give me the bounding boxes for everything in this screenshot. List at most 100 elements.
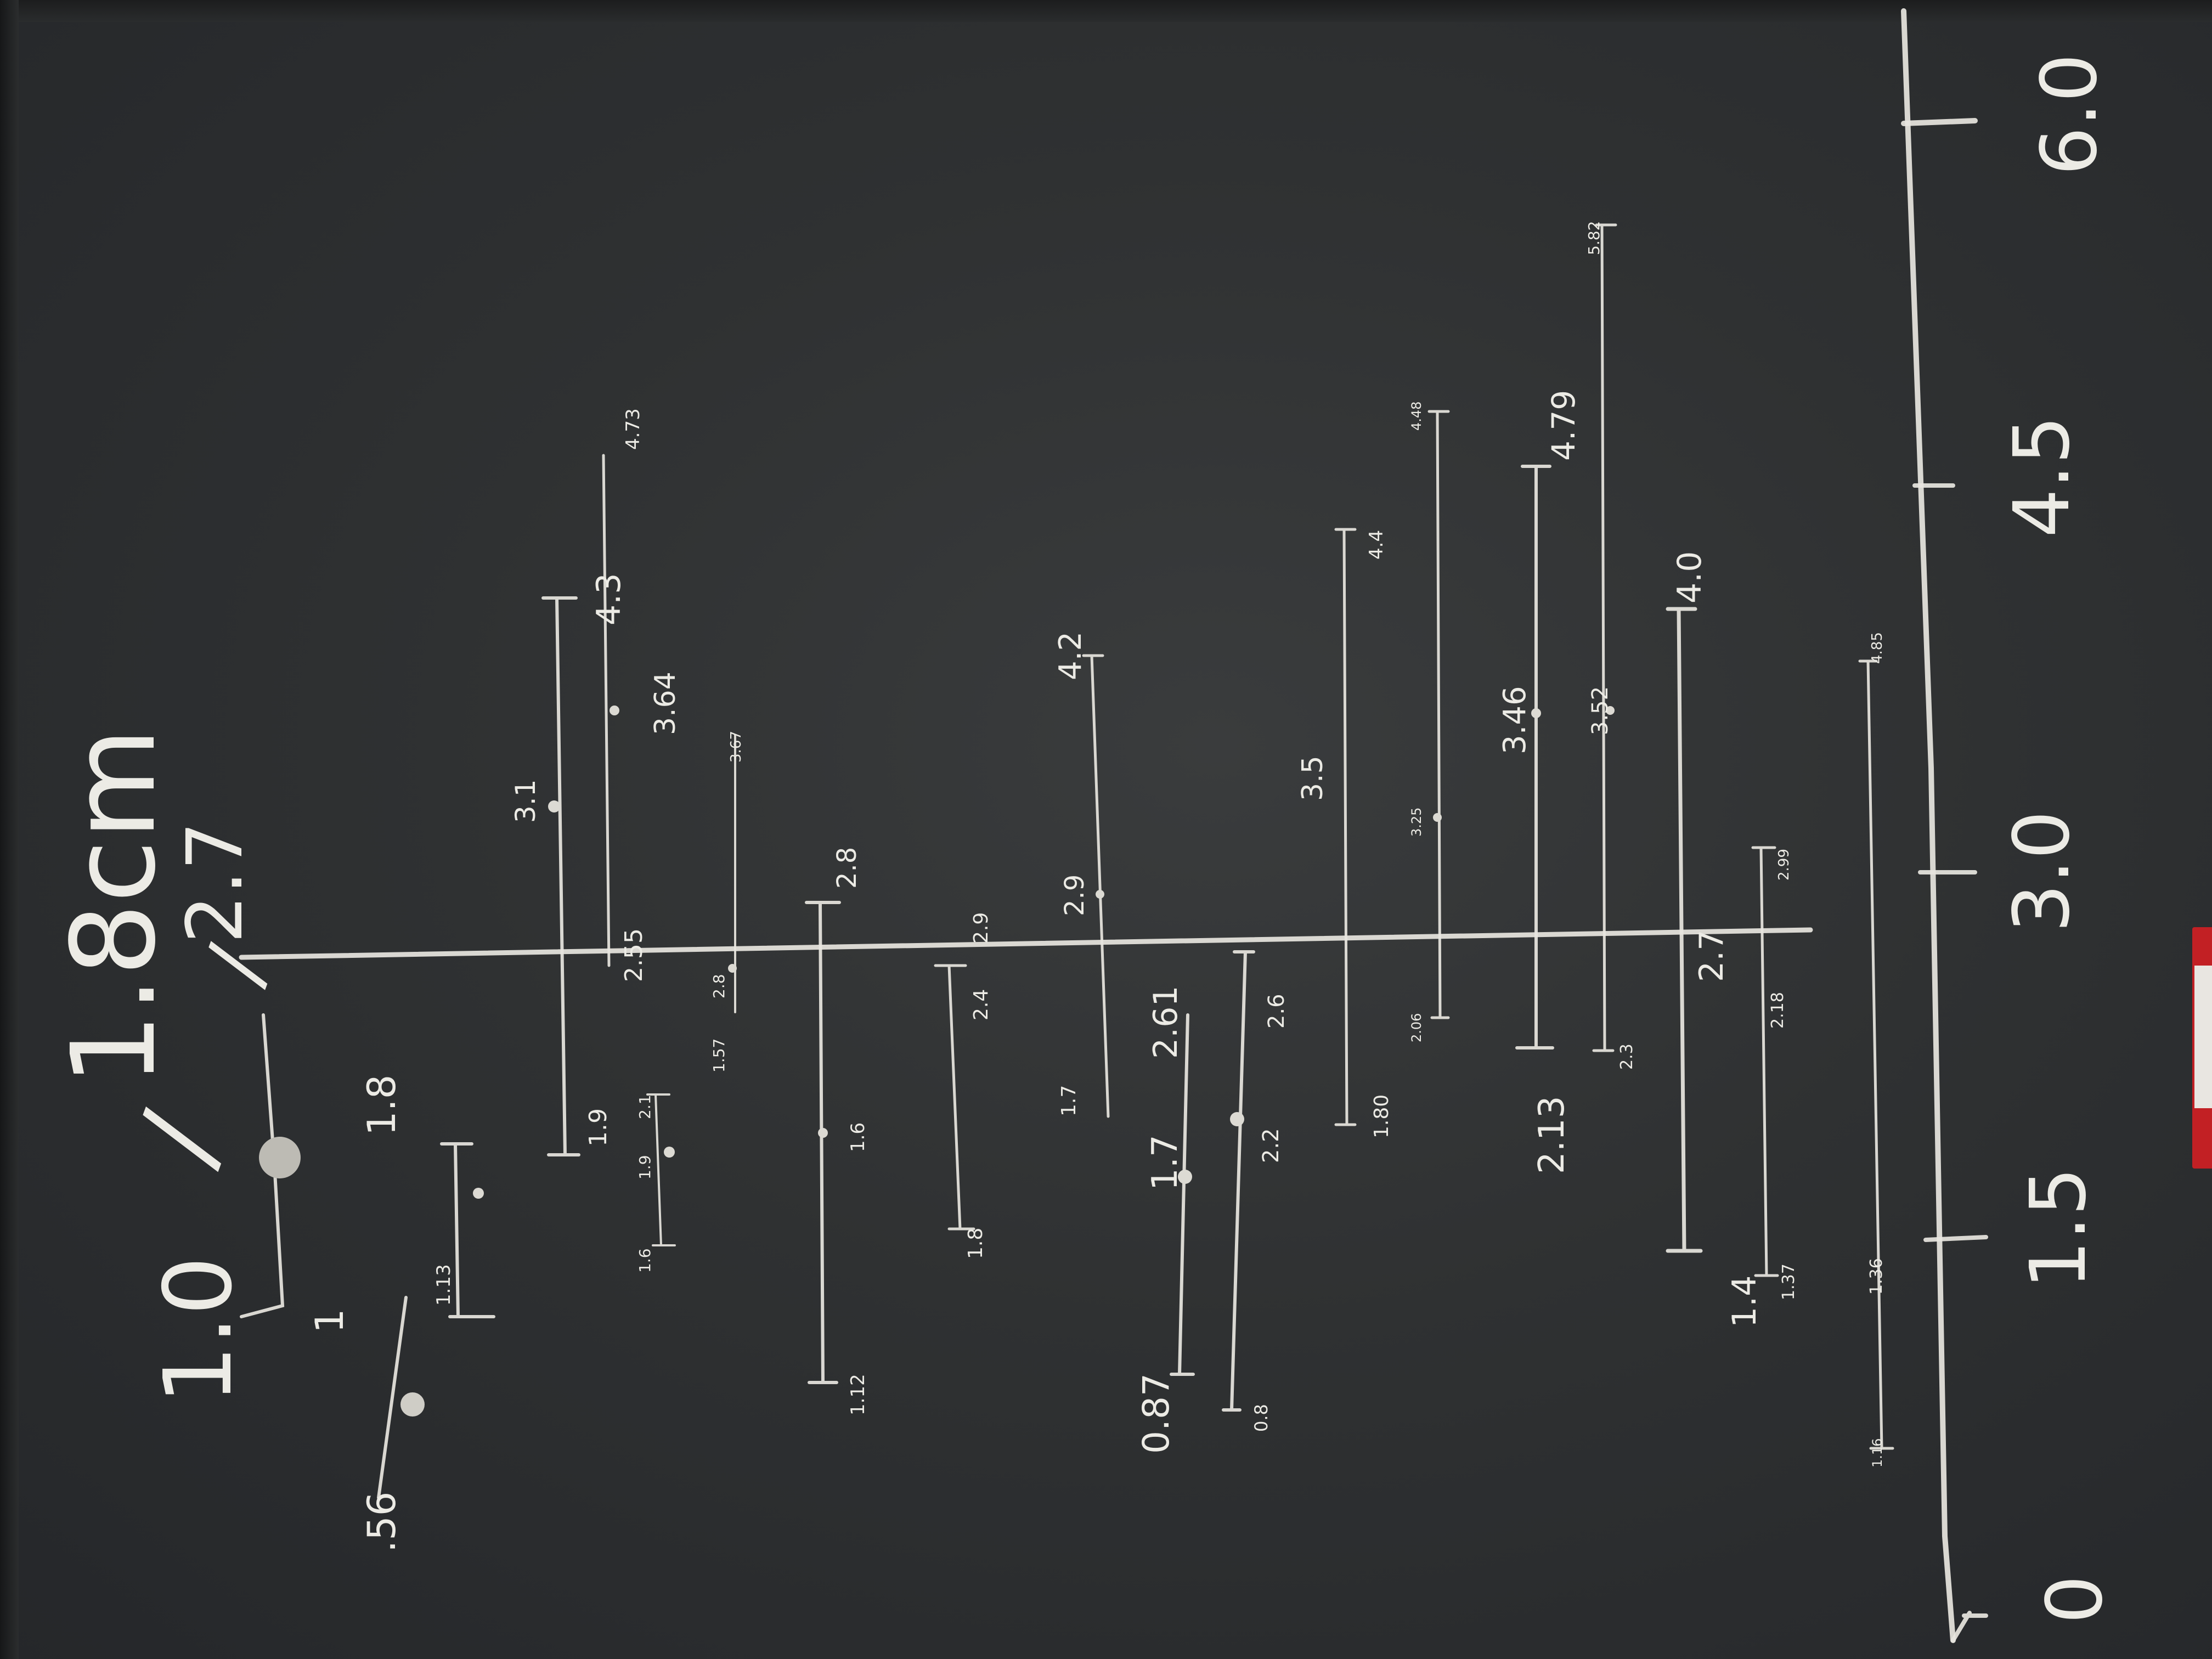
value-label: 3.52 [1588, 686, 1613, 735]
estimate-dot [259, 1137, 301, 1178]
range-bar [646, 1093, 676, 1246]
axis-label: 3.0 [1997, 810, 2087, 933]
value-label: 1.6 [636, 1248, 654, 1273]
value-label: 1.13 [433, 1264, 455, 1306]
value-label: 2.4 [970, 989, 992, 1020]
header-middle-value: 1.8cm [47, 727, 181, 1086]
value-label: 3.67 [728, 731, 744, 763]
value-label: 4.85 [1869, 632, 1886, 664]
range-bar [377, 1296, 408, 1499]
value-label: 2.99 [1776, 849, 1792, 881]
value-label: 0.8 [1251, 1404, 1272, 1432]
estimate-dot [400, 1392, 425, 1417]
range-bar [805, 901, 841, 1384]
header-slash-a: / [113, 1099, 246, 1178]
value-label: 2.1 [636, 1094, 654, 1119]
value-label: 1.36 [1867, 1258, 1886, 1295]
estimate-dot [1606, 706, 1615, 715]
value-label: 2.6 [1264, 994, 1289, 1029]
value-label: 1 [307, 1308, 352, 1333]
range-bar [1858, 659, 1894, 1450]
value-label: 1.12 [847, 1374, 869, 1415]
range-bar [1082, 654, 1110, 1118]
axis-tick-1.5 [1923, 1235, 1988, 1242]
range-bar [1334, 528, 1357, 1126]
value-label: 4.3 [590, 573, 628, 625]
range-bar [240, 1013, 285, 1318]
range-bar [602, 454, 611, 967]
axis-label: 0 [2030, 1575, 2120, 1624]
estimate-dot [818, 1128, 828, 1138]
value-label: 3.5 [1296, 755, 1329, 801]
estimate-dot [473, 1188, 484, 1199]
value-label: 2.18 [1768, 992, 1787, 1029]
range-bar [440, 1142, 495, 1318]
value-label: 1.7 [1145, 1135, 1186, 1190]
value-label: 4.73 [622, 408, 644, 450]
range-bar [1666, 607, 1703, 1253]
value-label: 1.4 [1725, 1276, 1764, 1328]
value-label: 1.8 [359, 1075, 404, 1136]
value-label: 3.1 [510, 779, 541, 823]
header-left-value: 1.0 [144, 1256, 253, 1404]
value-label: 2.7 [1692, 930, 1731, 982]
value-label: 4.0 [1671, 551, 1709, 603]
value-label: 1.7 [1058, 1085, 1080, 1116]
range-bar [1222, 950, 1255, 1412]
value-label: 2.9 [970, 912, 992, 944]
value-label: 2.8 [710, 974, 728, 998]
estimate-dot [1230, 1112, 1244, 1126]
axis-label: 4.5 [1997, 415, 2087, 538]
value-label: 2.8 [832, 847, 862, 889]
value-label: 1.6 [847, 1122, 869, 1152]
value-label: 1.9 [584, 1108, 612, 1147]
value-label: 4.48 [1409, 402, 1424, 431]
header-right-value: 2.7 [171, 821, 260, 944]
value-label: 2.13 [1532, 1096, 1572, 1175]
value-label: 2.61 [1147, 985, 1185, 1059]
range-bar [1170, 1013, 1195, 1376]
value-label: 2.2 [1259, 1128, 1284, 1163]
center-line [239, 927, 1813, 960]
value-label: 4.2 [1053, 631, 1088, 680]
value-label: 3.25 [1409, 808, 1424, 837]
value-label: 3.46 [1497, 686, 1533, 754]
value-label: 4.79 [1545, 390, 1582, 461]
value-label: 3.64 [649, 672, 682, 735]
estimate-dot [1531, 708, 1541, 718]
range-bar [541, 596, 580, 1156]
value-label: 1.37 [1779, 1263, 1798, 1300]
board-frame-top [0, 0, 2212, 22]
range-bar [1592, 223, 1617, 1052]
value-label: 1.8 [964, 1228, 987, 1259]
value-label: 1.80 [1370, 1094, 1393, 1138]
range-bar [934, 964, 975, 1231]
estimate-dot [728, 964, 737, 973]
axis-label: 6.0 [2025, 53, 2114, 176]
number-line [1901, 8, 1956, 1643]
axis-label: 1.5 [2014, 1167, 2103, 1289]
value-label: 1.16 [1870, 1438, 1885, 1468]
value-label: 2.9 [1059, 874, 1090, 916]
value-label: 5.82 [1585, 221, 1603, 255]
value-label: 1.9 [636, 1155, 654, 1180]
value-label: 1.57 [710, 1039, 728, 1073]
range-bar [1751, 846, 1779, 1277]
value-label: .56 [359, 1492, 404, 1553]
estimate-dot [1433, 813, 1442, 822]
value-label: 2.3 [1617, 1043, 1637, 1070]
estimate-dot [610, 706, 619, 715]
estimate-dot [1096, 890, 1104, 899]
estimate-dot [1178, 1170, 1192, 1184]
value-label: 2.06 [1409, 1013, 1424, 1042]
value-label: 0.87 [1135, 1373, 1177, 1454]
eraser-label [2194, 966, 2212, 1108]
value-label: 2.55 [620, 928, 648, 982]
value-label: 4.4 [1365, 530, 1387, 560]
axis-tick-6.0 [1901, 118, 1978, 126]
estimate-dot [548, 800, 560, 812]
board-frame-left [0, 0, 19, 1659]
